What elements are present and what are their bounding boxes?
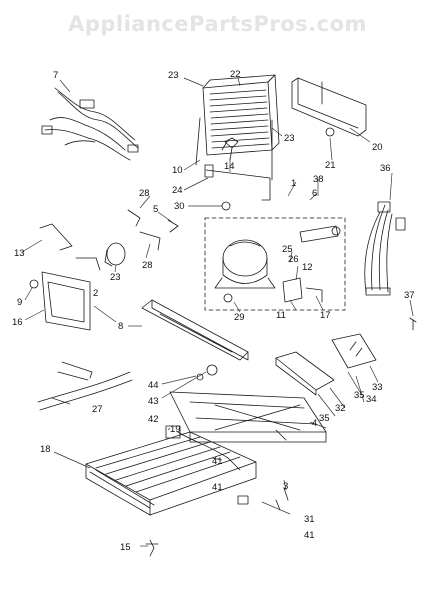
callout-label: 1 xyxy=(291,178,296,189)
screw-32 xyxy=(275,499,281,511)
callout-label: 26 xyxy=(288,254,299,265)
callout-label: 7 xyxy=(53,70,58,81)
callout-label: 28 xyxy=(142,260,153,271)
filter-drier xyxy=(299,225,341,243)
callout-label: 3 xyxy=(283,481,288,492)
callout-label: 14 xyxy=(224,161,235,172)
clip-29b xyxy=(139,231,161,251)
callout-label: 29 xyxy=(234,312,245,323)
callout-label: 33 xyxy=(372,382,383,393)
rod-13 xyxy=(39,223,73,251)
callout-label: 23 xyxy=(284,133,295,144)
control-bracket xyxy=(275,333,377,396)
callout-label: 17 xyxy=(320,310,331,321)
clip-29a xyxy=(127,209,141,227)
callout-label: 34 xyxy=(366,394,377,405)
watermark: AppliancePartsPros.com xyxy=(68,12,367,36)
duct-cover xyxy=(291,77,367,137)
screw-15 xyxy=(145,539,159,557)
callout-label: 36 xyxy=(380,163,391,174)
channel-8 xyxy=(141,299,249,361)
callout-label: 19 xyxy=(170,424,181,435)
callout-label: 21 xyxy=(325,160,336,171)
callout-label: 31 xyxy=(304,514,315,525)
callout-label: 27 xyxy=(92,404,103,415)
callout-label: 30 xyxy=(174,201,185,212)
callout-label: 23 xyxy=(168,70,179,81)
screw-3 xyxy=(283,487,289,501)
start-relay xyxy=(282,277,323,303)
callout-label: 23 xyxy=(110,272,121,283)
callout-label: 32 xyxy=(335,403,346,414)
callout-label: 20 xyxy=(372,142,383,153)
callout-label: 24 xyxy=(172,185,183,196)
callout-label: 38 xyxy=(313,174,324,185)
callout-label: 16 xyxy=(12,317,23,328)
callout-label: 6 xyxy=(312,188,317,199)
clip-5 xyxy=(167,219,179,233)
callout-label: 44 xyxy=(148,380,159,391)
callout-label: 13 xyxy=(14,248,25,259)
callout-label: 35 xyxy=(354,390,365,401)
callout-label: 18 xyxy=(40,444,51,455)
bracket-42 xyxy=(165,425,181,439)
grommet-31 xyxy=(221,201,231,211)
callout-label: 10 xyxy=(172,165,183,176)
base-pan xyxy=(169,391,327,443)
fitting-43 xyxy=(206,364,218,376)
callout-label: 41 xyxy=(304,530,315,541)
callout-label: 42 xyxy=(148,414,159,425)
callout-label: 9 xyxy=(17,297,22,308)
part-9-fitting xyxy=(29,279,39,289)
callout-label: 15 xyxy=(120,542,131,553)
callout-label: 35 xyxy=(319,413,330,424)
grommet-30 xyxy=(223,293,233,303)
callout-label: 8 xyxy=(118,321,123,332)
callout-labels: 7 23 22 23 20 21 10 14 24 36 28 5 1 38 6… xyxy=(12,69,415,553)
part-21-grommet xyxy=(325,127,335,137)
fan-motor xyxy=(104,242,126,267)
compressor xyxy=(214,239,276,289)
evaporator-assembly xyxy=(195,74,280,201)
fan-bracket xyxy=(41,257,101,331)
condenser xyxy=(85,431,257,516)
callout-label: 41 xyxy=(212,456,223,467)
callout-label: 5 xyxy=(153,204,158,215)
callout-label: 41 xyxy=(212,482,223,493)
callout-label: 43 xyxy=(148,396,159,407)
callout-label: 12 xyxy=(302,262,313,273)
drain-tube xyxy=(177,431,241,471)
callout-label: 11 xyxy=(276,310,286,321)
wire-harness-top xyxy=(41,87,139,161)
foot-41 xyxy=(237,495,249,505)
callout-label: 37 xyxy=(404,290,415,301)
compressor-group-frame xyxy=(204,217,346,311)
wire-harness-right xyxy=(364,201,406,296)
callout-label: 22 xyxy=(230,69,241,80)
callout-leaders xyxy=(21,77,414,547)
part-39-screw xyxy=(409,317,417,331)
callout-label: 2 xyxy=(93,288,98,299)
wire-harness-26 xyxy=(37,361,133,411)
callout-label: 4 xyxy=(312,418,317,429)
callout-label: 25 xyxy=(282,244,293,255)
callout-label: 28 xyxy=(139,188,150,199)
